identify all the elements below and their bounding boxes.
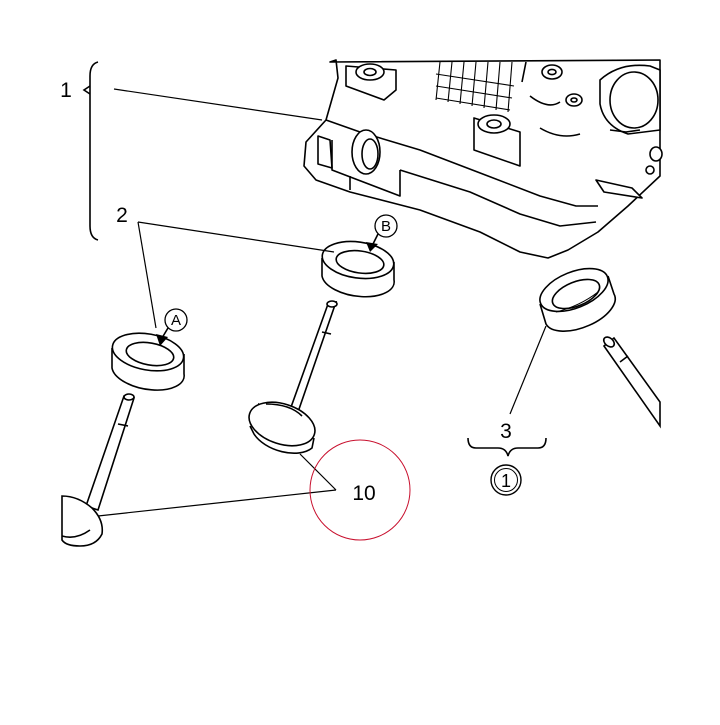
- note-marker-label: 1: [501, 471, 511, 491]
- leader-lines-part-2: [137, 221, 335, 329]
- highlight-circle: [309, 439, 411, 541]
- marker-a-label: A: [171, 312, 181, 329]
- bracket-part-1-2: [82, 61, 99, 241]
- brace-part-3: [467, 437, 547, 457]
- marker-a: A: [156, 308, 188, 346]
- valve-seat-b-drawing: [321, 240, 395, 298]
- callout-part-1: 1: [60, 79, 72, 102]
- leader-line-part-3: [509, 325, 547, 415]
- cylinder-head-drawing: [303, 59, 663, 259]
- marker-b: B: [366, 214, 398, 252]
- valve-left-drawing: [61, 393, 136, 547]
- callout-part-2: 2: [116, 204, 128, 227]
- callout-part-3: 3: [500, 420, 512, 443]
- valve-stem-right-drawing: [602, 336, 661, 429]
- marker-b-label: B: [381, 218, 391, 235]
- callout-part-10: 10: [352, 482, 375, 505]
- leader-line-part-1: [113, 88, 323, 121]
- valve-center-drawing: [248, 300, 338, 454]
- valve-seat-a-drawing: [111, 332, 185, 391]
- note-marker: 1: [490, 464, 522, 496]
- valve-seal-part-3-drawing: [539, 267, 616, 332]
- leader-lines-part-10: [97, 453, 337, 517]
